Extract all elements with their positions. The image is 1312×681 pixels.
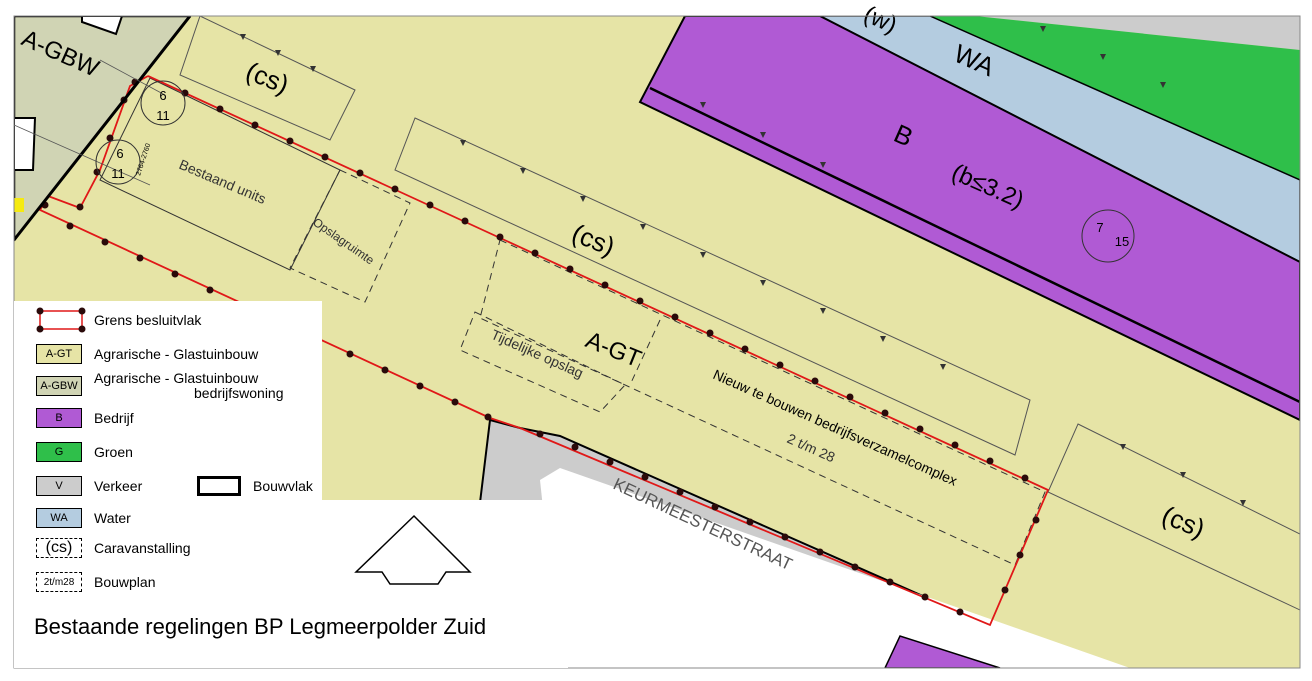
legend-label: Verkeer	[94, 477, 143, 494]
legend-item-agbw: A-GBW Agrarische - Glastuinbouw bedrijfs…	[36, 371, 284, 401]
height-marker-circles	[95, 80, 1135, 263]
height-marker-top: 6	[116, 146, 123, 161]
building-outline	[14, 117, 37, 171]
north-arrow-icon	[354, 514, 472, 585]
height-marker-bottom: 11	[111, 166, 125, 181]
legend-label-line2: bedrijfswoning	[194, 385, 284, 401]
legend-swatch: A-GT	[36, 344, 82, 364]
road-inner-white	[540, 468, 1130, 668]
legend-swatch: V	[36, 476, 82, 496]
thin-line	[14, 124, 151, 186]
zone-bedrijf-corner	[884, 635, 1001, 668]
legend-item-bouwplan: 2t/m28 Bouwplan	[36, 571, 156, 593]
building-outline	[81, 16, 124, 36]
legend-label: Agrarische - Glastuinbouw	[94, 345, 259, 362]
legend-label: Bouwplan	[94, 573, 156, 590]
legend-item-grens: Grens besluitvlak	[36, 307, 202, 333]
temp-storage-outline	[459, 311, 626, 413]
height-marker-top: 7	[1096, 220, 1103, 235]
legend-item-groen: G Groen	[36, 441, 133, 463]
height-marker-top: 6	[159, 88, 166, 103]
legend-item-bouwvlak: Bouwvlak	[197, 476, 313, 496]
legend-label: Groen	[94, 443, 133, 460]
grens-swatch-icon	[36, 307, 86, 333]
legend-item-agt: A-GT Agrarische - Glastuinbouw	[36, 343, 258, 365]
legend-item-water: WA Water	[36, 507, 131, 529]
legend-label: Agrarische - Glastuinbouw bedrijfswoning	[94, 371, 284, 401]
new-complex-outline	[479, 239, 1046, 566]
legend-swatch: WA	[36, 508, 82, 528]
legend-label: Bouwvlak	[253, 478, 313, 494]
legend-item-verkeer: V Verkeer	[36, 475, 142, 497]
bouwvlak-line	[649, 86, 1300, 404]
height-marker-bottom: 15	[1115, 234, 1129, 249]
storage-outline	[289, 169, 411, 303]
legend-label: Bedrijf	[94, 409, 134, 426]
legend-item-bedrijf: B Bedrijf	[36, 407, 134, 429]
grens-besluitvlak-line	[38, 75, 1050, 627]
caravan-area-3	[1047, 423, 1300, 611]
legend-label-line1: Agrarische - Glastuinbouw	[94, 370, 259, 386]
legend-label: Water	[94, 509, 131, 526]
legend-label: Grens besluitvlak	[94, 311, 202, 328]
legend-panel-lower: WA Water (cs) Caravanstalling 2t/m28 Bou…	[14, 500, 568, 668]
height-marker-bottom: 11	[156, 108, 170, 123]
legend-panel: Grens besluitvlak A-GT Agrarische - Glas…	[14, 301, 322, 501]
legend-swatch: G	[36, 442, 82, 462]
legend-swatch: (cs)	[36, 538, 82, 558]
yellow-patch	[14, 198, 24, 212]
zone-border	[14, 16, 192, 241]
caravan-area-1	[179, 16, 356, 141]
legend-swatch: B	[36, 408, 82, 428]
legend-label: Caravanstalling	[94, 539, 191, 556]
legend-swatch: 2t/m28	[36, 572, 82, 592]
thin-line	[99, 59, 166, 96]
caravan-ticks	[240, 26, 1246, 506]
bouwvlak-swatch-icon	[197, 476, 241, 496]
grens-besluitvlak-dots	[41, 78, 1040, 616]
existing-units-outline	[99, 77, 341, 271]
zone-bedrijf-area	[638, 16, 1300, 422]
legend-item-caravan: (cs) Caravanstalling	[36, 537, 191, 559]
map-title: Bestaande regelingen BP Legmeerpolder Zu…	[34, 614, 487, 639]
caravan-area-2	[394, 117, 1031, 456]
legend-swatch: A-GBW	[36, 376, 82, 396]
